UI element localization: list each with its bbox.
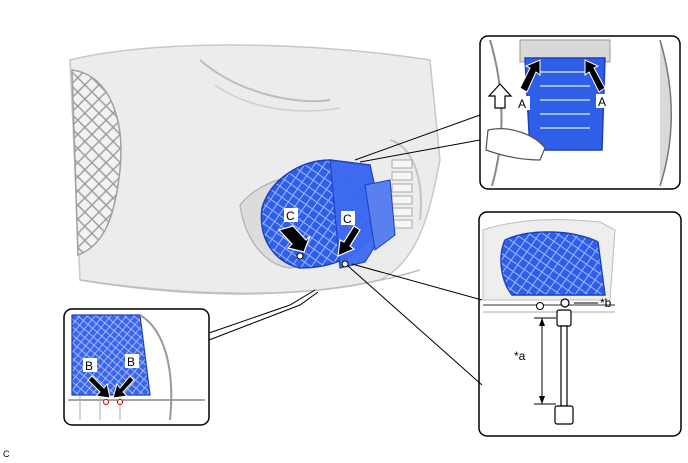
arrow-b-right	[112, 375, 135, 399]
inset-lower-clips: B B	[63, 308, 210, 426]
arrow-c-left	[277, 225, 311, 253]
up-arrow-icon	[487, 83, 513, 109]
inset-tool-dimension: *b *a	[478, 211, 682, 437]
leader-bottom-left	[208, 289, 319, 341]
svg-text:C: C	[343, 212, 352, 226]
label-b-left: B	[85, 359, 93, 373]
figure-code: C	[3, 449, 10, 459]
socket-tool	[554, 309, 574, 425]
arrow-a-left	[519, 59, 541, 93]
label-a-right: A	[598, 95, 606, 109]
label-c-right: C	[341, 211, 355, 226]
arrow-b-left	[87, 375, 111, 399]
label-a-left: A	[518, 97, 526, 111]
inset-tab-release: A A	[479, 35, 681, 190]
leader-top-right	[354, 114, 481, 163]
clip-c-right	[341, 260, 349, 268]
svg-text:C: C	[286, 209, 295, 223]
side-duct	[391, 159, 413, 229]
label-b-right: B	[127, 355, 135, 369]
arrow-a-right	[584, 59, 606, 93]
label-star-a: *a	[514, 349, 526, 363]
leader-bottom-right	[347, 263, 483, 386]
arrow-c-right	[337, 225, 361, 257]
front-bumper	[69, 44, 441, 295]
clip-c-left	[296, 252, 304, 260]
grille	[71, 69, 122, 257]
label-star-b: *b	[600, 296, 612, 310]
label-c-left: C	[284, 208, 298, 223]
